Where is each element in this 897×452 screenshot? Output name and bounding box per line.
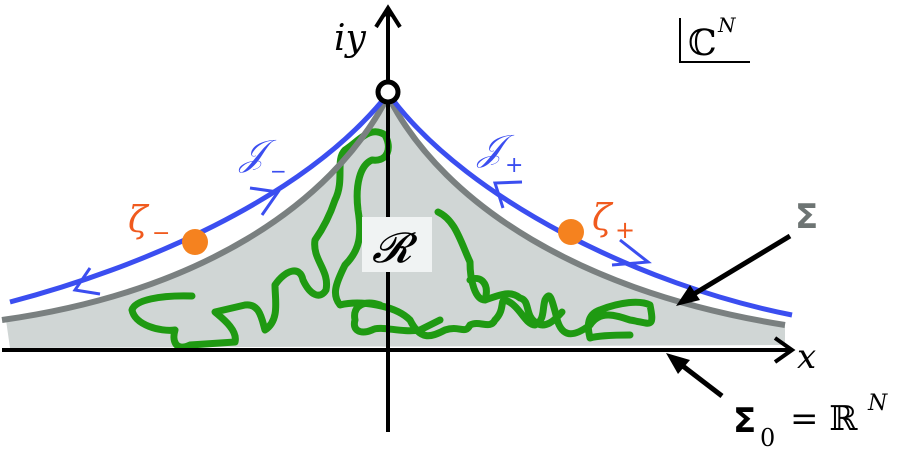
thimble-j-plus-subscript: +	[505, 153, 523, 178]
space-superscript: N	[717, 13, 737, 37]
sigma-pointer-head	[676, 285, 700, 306]
sigma0-label: Σ	[733, 401, 756, 441]
x-axis-label: x	[797, 337, 816, 377]
saddle-plus-label: ζ	[592, 198, 614, 239]
saddle-minus-subscript: −	[152, 221, 170, 246]
y-axis-label: iy	[334, 18, 367, 59]
thimble-j-minus	[9, 98, 385, 305]
random-path	[128, 128, 656, 351]
thimble-j-minus-subscript: −	[270, 159, 287, 183]
flow-arrow-icon	[249, 186, 281, 216]
y-axis-arrowhead	[374, 4, 402, 29]
sigma0-superscript: N	[867, 391, 888, 416]
flow-arrow-icon	[492, 180, 523, 209]
x-axis-arrowhead	[773, 336, 796, 364]
sigma-label: Σ	[795, 197, 818, 237]
origin-singularity	[375, 79, 401, 105]
sigma-pointer-arrow	[682, 233, 792, 303]
space-label: ℂ	[688, 23, 717, 64]
sigma0-subscript: 0	[760, 424, 775, 452]
flow-arrow-icon	[72, 267, 101, 296]
saddle-point-plus	[558, 219, 584, 245]
region-label-box	[362, 217, 432, 272]
sigma-curve	[1, 98, 786, 328]
saddle-point-minus	[182, 229, 208, 255]
sigma0-pointer-head	[666, 353, 690, 374]
random-path-branch	[350, 208, 566, 336]
saddle-plus-subscript: +	[615, 216, 635, 244]
sigma0-equals-real-space: = ℝ	[790, 399, 858, 439]
region-label: 𝓡	[372, 223, 418, 272]
saddle-minus-label: ζ	[128, 200, 150, 241]
space-bracket	[679, 18, 750, 63]
flow-arrow-icon	[611, 238, 652, 267]
